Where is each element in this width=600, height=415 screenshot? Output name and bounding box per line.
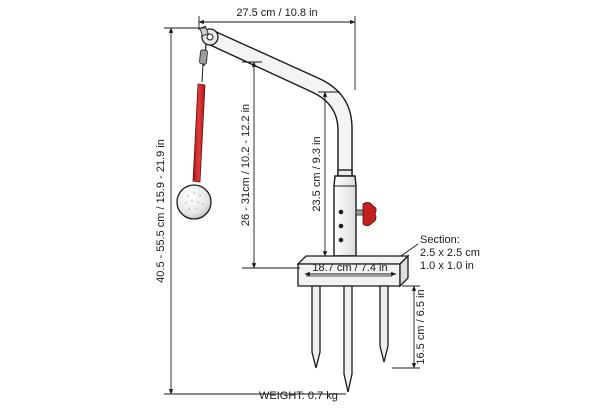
adjust-hole	[338, 209, 344, 215]
arm-width-label: 27.5 cm / 10.8 in	[236, 7, 317, 19]
upper-post	[337, 169, 353, 177]
section-title: Section:	[420, 234, 460, 246]
weight-label: WEIGHT: 0.7 kg	[259, 390, 338, 402]
lock-knob-icon	[355, 202, 377, 227]
spike-center	[343, 285, 353, 393]
section-imperial: 1.0 x 1.0 in	[420, 260, 474, 272]
adjust-hole	[338, 223, 344, 229]
total-height-label: 40.5 - 55.5 cm / 15.9 - 21.9 in	[155, 139, 167, 283]
lower-tube	[333, 175, 357, 257]
red-rod	[192, 83, 206, 183]
adjust-hole	[338, 237, 344, 243]
curved-arm	[207, 29, 353, 177]
pendulum	[176, 25, 219, 220]
post-height-label: 23.5 cm / 9.3 in	[311, 136, 323, 211]
section-leader-line	[400, 243, 419, 257]
base-width-label: 18.7 cm / 7.4 in	[312, 262, 387, 274]
ground-spikes	[311, 285, 389, 393]
spike-length-label: 16.5 cm / 6.5 in	[415, 289, 427, 364]
golf-ball	[176, 184, 212, 220]
section-metric: 2.5 x 2.5 cm	[420, 247, 480, 259]
spike-left	[311, 285, 321, 369]
spike-right	[379, 285, 389, 363]
trainer-frame	[207, 29, 357, 257]
pendulum-height-label: 26 - 31cm / 10.2 - 12.2 in	[240, 104, 252, 226]
